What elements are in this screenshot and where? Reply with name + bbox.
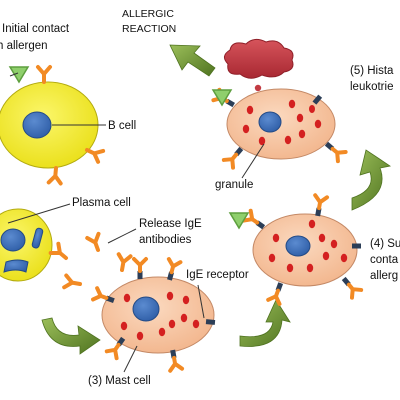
label-release-ige-1: Release IgE (139, 218, 202, 230)
allergic-reaction-arrow (169, 44, 216, 77)
label-step4-3: allerg (370, 270, 399, 282)
label-allergic-reaction-1: ALLERGIC (122, 8, 174, 20)
label-initial-contact-2: h allergen (0, 40, 48, 52)
label-initial-contact-1: Initial contact (2, 23, 70, 35)
label-step5-1: (5) Hista (350, 65, 394, 77)
cycle-arrow-left (41, 317, 101, 355)
free-ige-antibodies (48, 228, 137, 292)
label-release-ige-2: antibodies (139, 234, 192, 246)
cycle-arrow-bottom (239, 299, 291, 347)
plasma-cell (0, 203, 71, 282)
cycle-arrow-right (351, 149, 392, 211)
label-step5-2: leukotrie (350, 81, 394, 93)
label-ige-receptor: IgE receptor (186, 269, 249, 281)
label-mast-cell: (3) Mast cell (88, 375, 151, 387)
mast-cell-sensitized (91, 257, 216, 373)
mast-cell-degranulating (211, 87, 348, 179)
b-cell (0, 65, 106, 186)
label-allergic-reaction-2: REACTION (122, 23, 177, 35)
label-plasma-cell: Plasma cell (72, 197, 131, 209)
label-granule: granule (215, 179, 254, 191)
label-step4-2: conta (370, 254, 399, 266)
label-b-cell: B cell (108, 120, 137, 132)
label-step4-1: (4) Su (370, 238, 400, 250)
mast-cell-second-contact (229, 193, 364, 306)
